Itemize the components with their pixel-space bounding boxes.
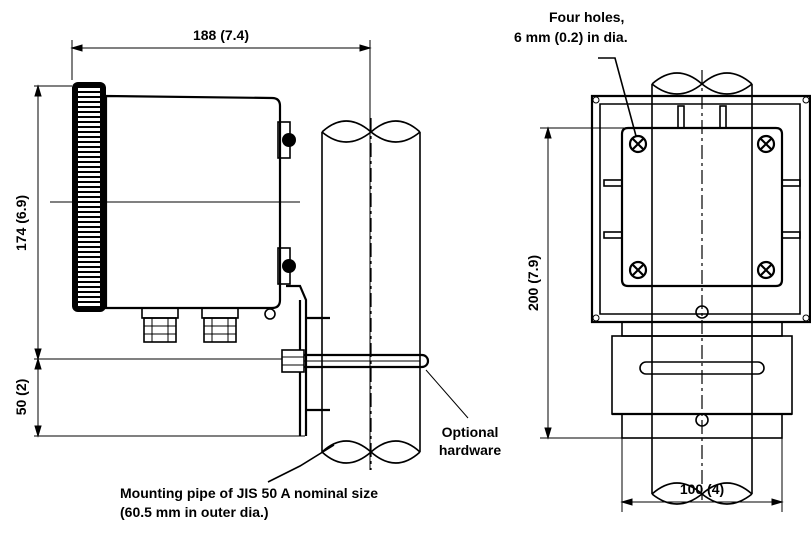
arrow-head [359,44,372,52]
mount-bolt [282,259,296,273]
arrow-head [70,44,83,52]
width-dimension-label: 188 (7.4) [193,27,249,43]
pipe-leader [267,444,335,483]
slot [781,231,801,239]
slot [603,231,623,239]
arrow-head [34,348,42,361]
hole-screw-top-right [756,134,776,154]
rear-view: Four holes, 6 mm (0.2) in dia. 200 (7.9)… [514,9,811,512]
pitch-v-dimension-label: 200 (7.9) [525,255,541,311]
mounting-pipe [321,118,421,470]
holes-label-line1: Four holes, [549,9,624,25]
hole-screw-bottom-right [756,260,776,280]
arrow-head [34,84,42,97]
height-dimension-label: 174 (6.9) [13,195,29,251]
u-bolt-rear [639,361,765,375]
side-view: 188 (7.4) 174 (6.9) 50 (2) [13,27,501,520]
hole-screw-top-left [628,134,648,154]
hardware-nut [281,349,305,373]
pitch-h-dimension-label: 100 (4) [680,481,724,497]
mount-bolt [282,133,296,147]
pipe-label-line2: (60.5 mm in outer dia.) [120,504,269,520]
hardware-label-line1: Optional [442,424,499,440]
u-bolt [304,353,430,369]
offset-dimension-label: 50 (2) [13,379,29,416]
mounting-plate [590,94,811,324]
hardware-label-line2: hardware [439,442,501,458]
inner-bracket [620,126,784,288]
bottom-screw [264,308,276,320]
hardware-leader [425,369,469,419]
holes-label-line2: 6 mm (0.2) in dia. [514,29,628,45]
slot [719,105,727,129]
holes-leader [598,57,637,137]
slot [781,179,801,187]
cable-gland-left [141,307,179,343]
hole-screw-bottom-left [628,260,648,280]
center-hole [695,305,709,319]
slot [677,105,685,129]
pipe-label-line1: Mounting pipe of JIS 50 A nominal size [120,485,378,501]
arrow-head [34,357,42,370]
slot [603,179,623,187]
arrow-head [34,425,42,438]
cable-gland-right [201,307,239,343]
bezel-ribs [78,91,100,303]
housing-body [104,94,282,310]
